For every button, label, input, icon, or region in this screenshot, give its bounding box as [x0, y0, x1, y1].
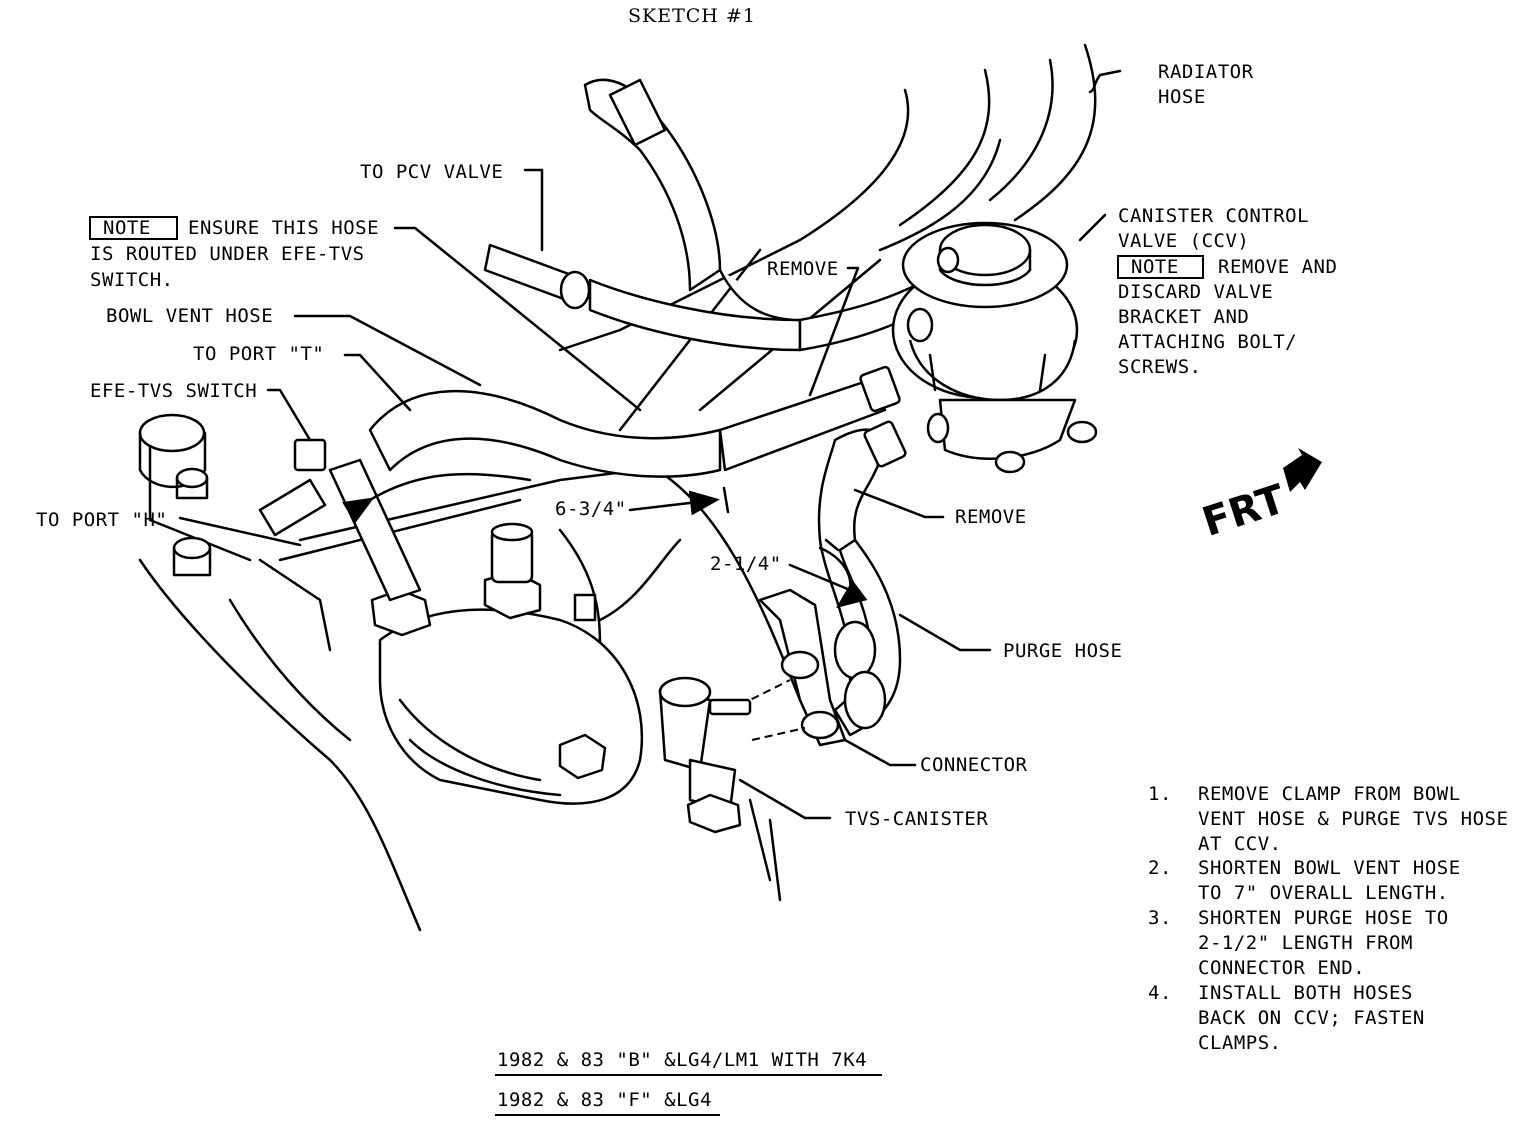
instructions-list: 1. REMOVE CLAMP FROM BOWL VENT HOSE & PU…	[1148, 783, 1508, 1054]
remove-label-right: REMOVE	[955, 506, 1027, 528]
dimension-6-3-4-label: 6-3/4"	[555, 498, 627, 520]
instruction-1-num: 1.	[1148, 783, 1172, 805]
instruction-4-line-2: BACK ON CCV; FASTEN	[1198, 1007, 1425, 1029]
pcv-hose	[483, 78, 972, 352]
ccv-note-first: REMOVE AND	[1218, 256, 1337, 278]
note-ensure-line-2: IS ROUTED UNDER EFE-TVS	[90, 243, 365, 265]
note-ensure-line-1: ENSURE THIS HOSE	[188, 217, 379, 239]
to-pcv-valve-label: TO PCV VALVE	[360, 161, 503, 183]
radiator-hose-label-2: HOSE	[1158, 86, 1206, 108]
note-tag-ccv: NOTE	[1131, 256, 1179, 278]
bowl-vent-hose	[368, 365, 901, 478]
instruction-3-line-2: 2-1/2" LENGTH FROM	[1198, 932, 1413, 954]
tvs-canister	[658, 676, 752, 834]
intake-mount	[370, 522, 644, 805]
ccv-note-line-3: ATTACHING BOLT/	[1118, 331, 1297, 353]
connector-label: CONNECTOR	[920, 754, 1028, 776]
instruction-3-num: 3.	[1148, 907, 1172, 929]
engine-outline	[138, 43, 1097, 932]
instruction-3-line-1: SHORTEN PURGE HOSE TO	[1198, 907, 1449, 929]
instruction-1-line-2: VENT HOSE & PURGE TVS HOSE	[1198, 808, 1508, 830]
to-port-h-label: TO PORT "H"	[36, 509, 167, 531]
note-ensure-line-3: SWITCH.	[90, 269, 174, 291]
dimension-6-3-4-arrow	[342, 472, 730, 524]
ccv-note-line-1: DISCARD VALVE	[1118, 281, 1273, 303]
instruction-4-num: 4.	[1148, 982, 1172, 1004]
instruction-1-line-3: AT CCV.	[1198, 833, 1282, 855]
ccv-label-2: VALVE (CCV)	[1118, 230, 1249, 252]
instruction-3-line-3: CONNECTOR END.	[1198, 957, 1365, 979]
instruction-4-line-1: INSTALL BOTH HOSES	[1198, 982, 1413, 1004]
ccv-note-line-2: BRACKET AND	[1118, 306, 1249, 328]
sketch-title: SKETCH #1	[628, 5, 756, 27]
left-fittings	[138, 413, 212, 577]
efe-tvs-switch-label: EFE-TVS SWITCH	[90, 380, 257, 402]
frt-label: FRT	[1197, 476, 1291, 546]
leader-lines	[178, 69, 1122, 820]
efe-tvs-switch	[258, 438, 422, 602]
note-box-left	[89, 216, 178, 240]
ccv-note-line-4: SCREWS.	[1118, 356, 1202, 378]
instruction-2-num: 2.	[1148, 857, 1172, 879]
instruction-4-line-3: CLAMPS.	[1198, 1032, 1282, 1054]
purge-hose-label: PURGE HOSE	[1003, 640, 1122, 662]
instruction-1-line-1: REMOVE CLAMP FROM BOWL	[1198, 783, 1461, 805]
connector-part	[739, 588, 887, 747]
tvs-canister-label: TVS-CANISTER	[845, 808, 988, 830]
front-arrow	[1283, 448, 1322, 492]
application-line-2: 1982 & 83 "F" &LG4	[497, 1089, 712, 1111]
to-port-t-label: TO PORT "T"	[193, 343, 324, 365]
dimension-2-1-4-arrow	[788, 538, 868, 609]
application-line-1: 1982 & 83 "B" &LG4/LM1 WITH 7K4	[497, 1049, 867, 1071]
bowl-vent-hose-label: BOWL VENT HOSE	[106, 305, 273, 327]
instruction-2-line-2: TO 7" OVERALL LENGTH.	[1198, 882, 1449, 904]
instruction-2-line-1: SHORTEN BOWL VENT HOSE	[1198, 857, 1461, 879]
note-tag-left: NOTE	[103, 217, 151, 239]
remove-label-top: REMOVE	[767, 258, 839, 280]
canister-control-valve	[891, 221, 1098, 474]
note-box-ccv	[1117, 255, 1204, 279]
dimension-2-1-4-label: 2-1/4"	[710, 553, 782, 575]
radiator-hose-label-1: RADIATOR	[1158, 61, 1254, 83]
ccv-label-1: CANISTER CONTROL	[1118, 205, 1309, 227]
